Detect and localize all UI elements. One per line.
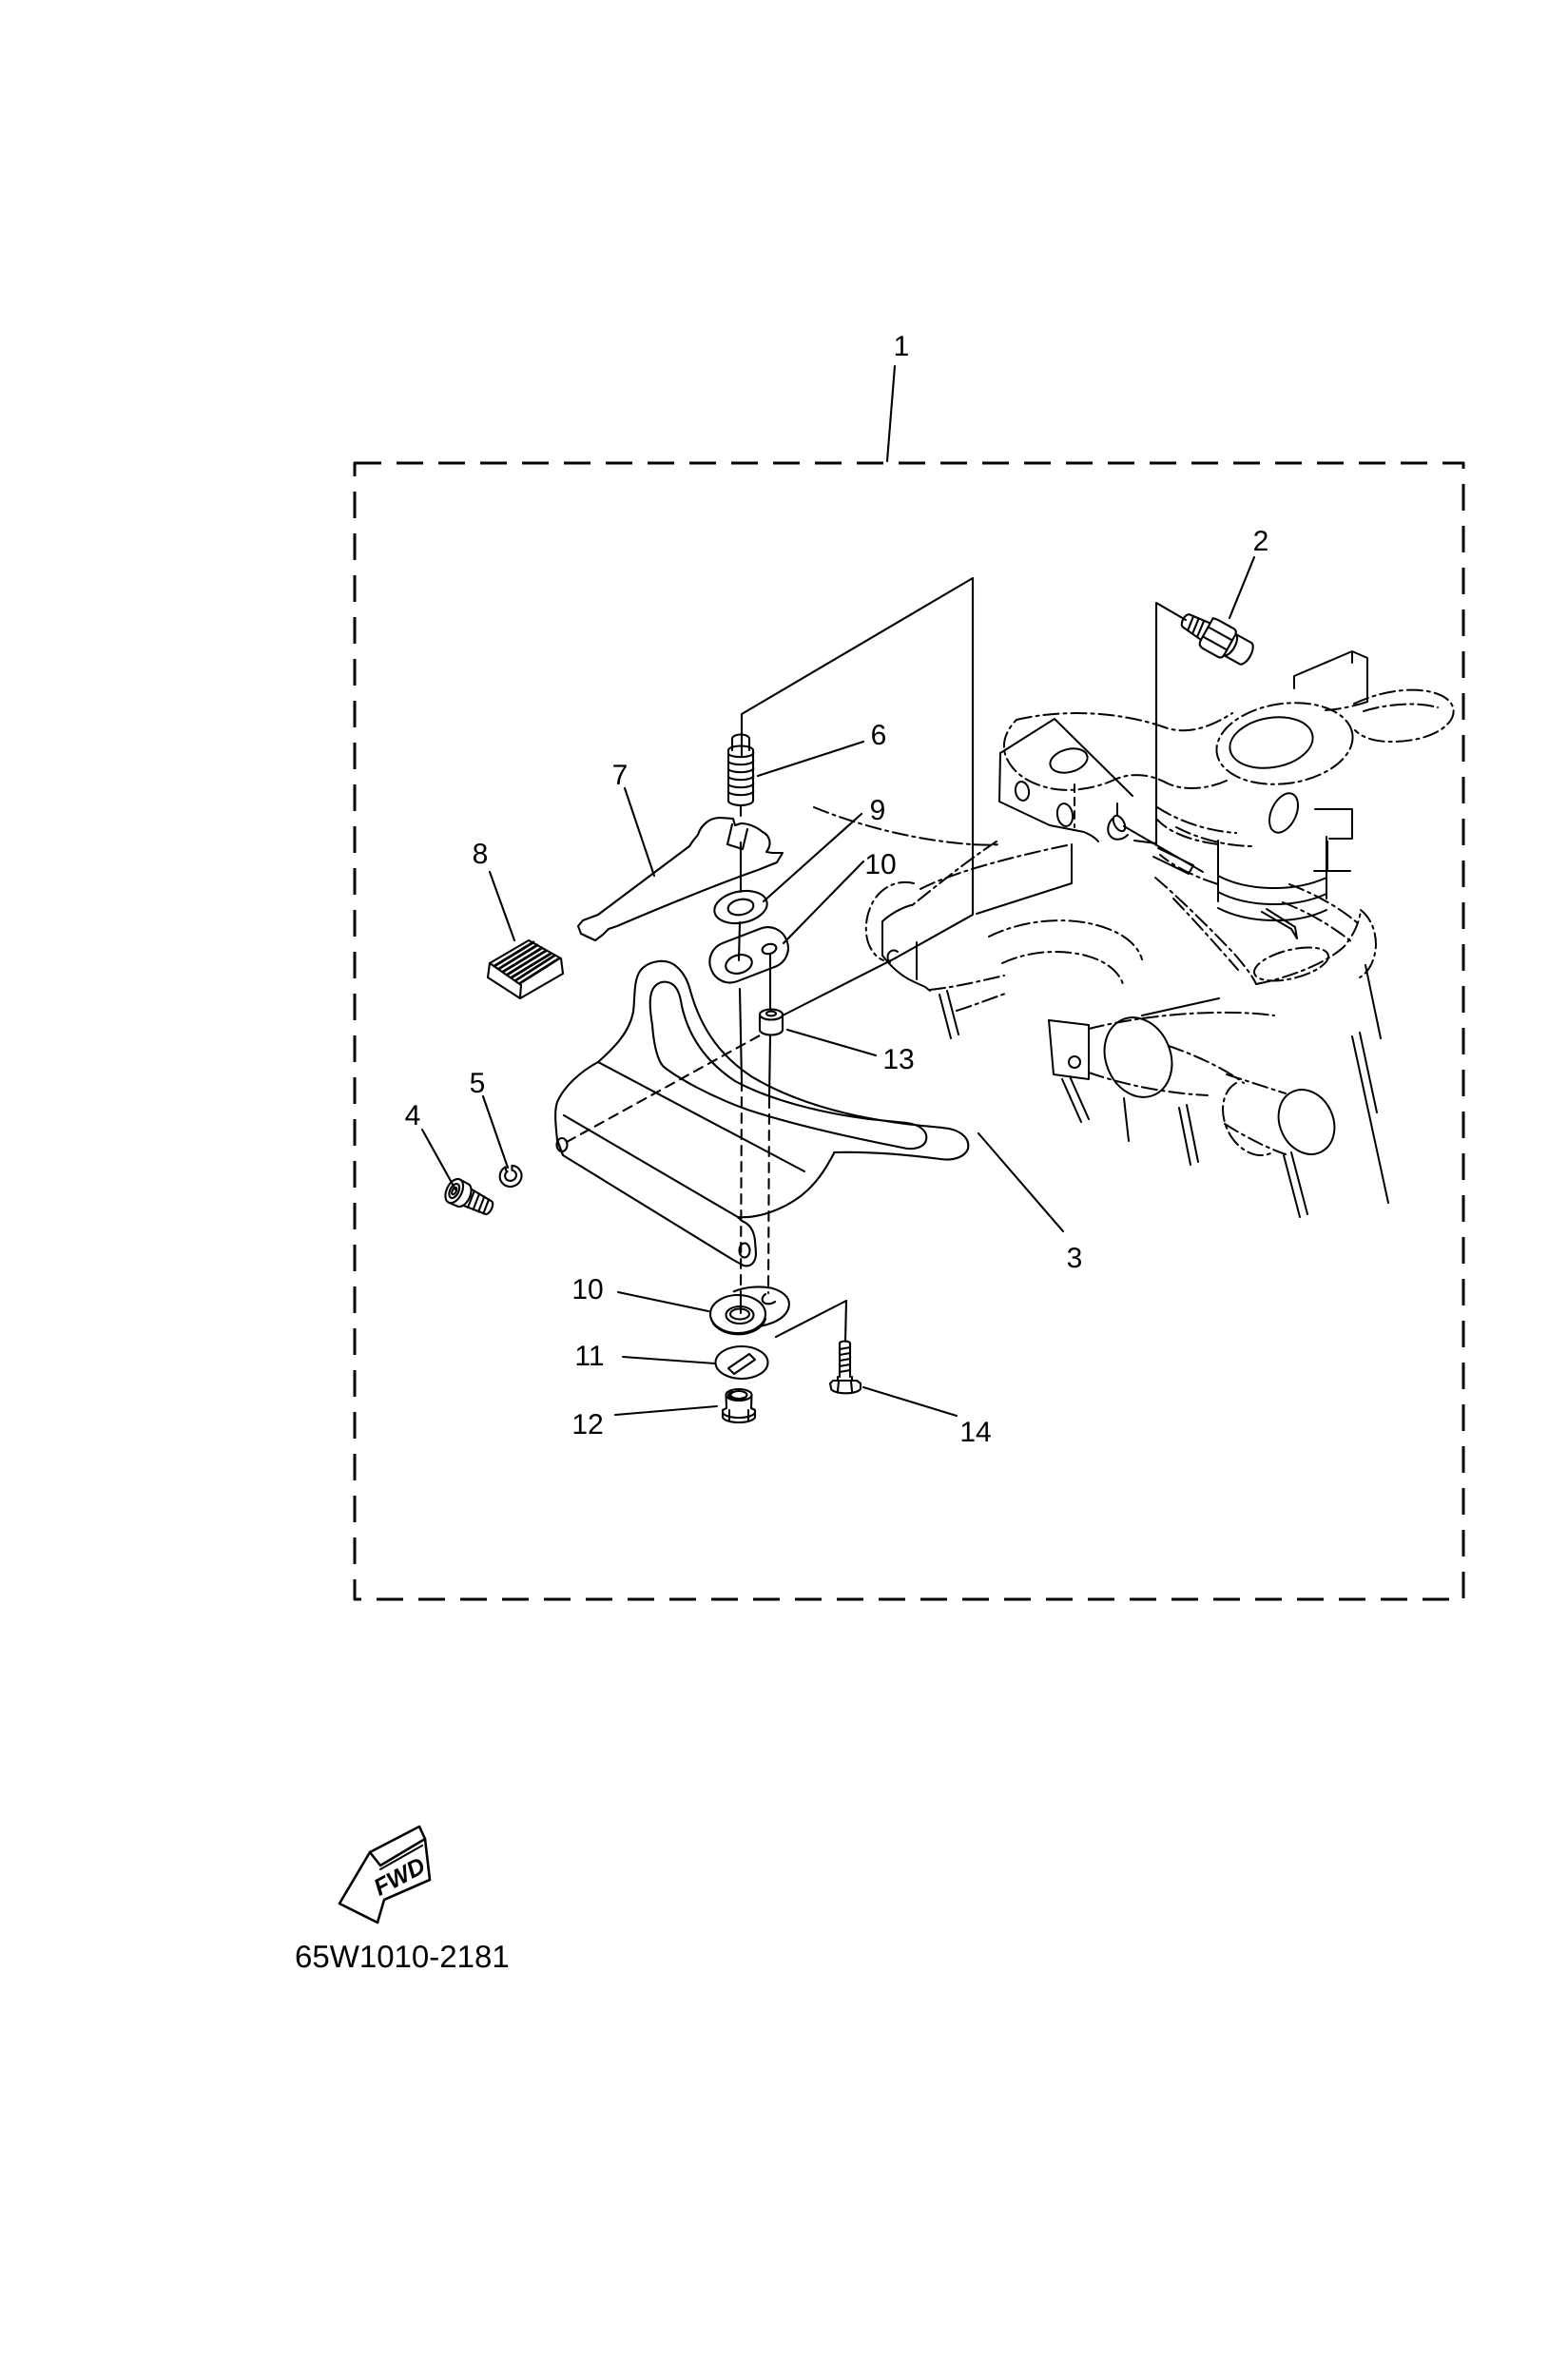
svg-text:7: 7 [612, 760, 629, 791]
svg-text:5: 5 [470, 1068, 486, 1099]
svg-text:1: 1 [894, 331, 910, 362]
svg-text:12: 12 [571, 1409, 603, 1441]
svg-text:10: 10 [571, 1274, 603, 1305]
svg-text:4: 4 [405, 1100, 421, 1131]
svg-text:8: 8 [473, 839, 489, 870]
svg-text:9: 9 [870, 795, 886, 826]
svg-text:2: 2 [1253, 526, 1269, 557]
svg-text:3: 3 [1067, 1243, 1083, 1274]
svg-text:65W1010-2181: 65W1010-2181 [295, 1939, 510, 1974]
svg-text:10: 10 [864, 849, 896, 880]
svg-text:11: 11 [574, 1341, 604, 1372]
svg-text:14: 14 [959, 1417, 991, 1448]
svg-text:13: 13 [882, 1044, 914, 1075]
svg-text:6: 6 [871, 720, 887, 751]
